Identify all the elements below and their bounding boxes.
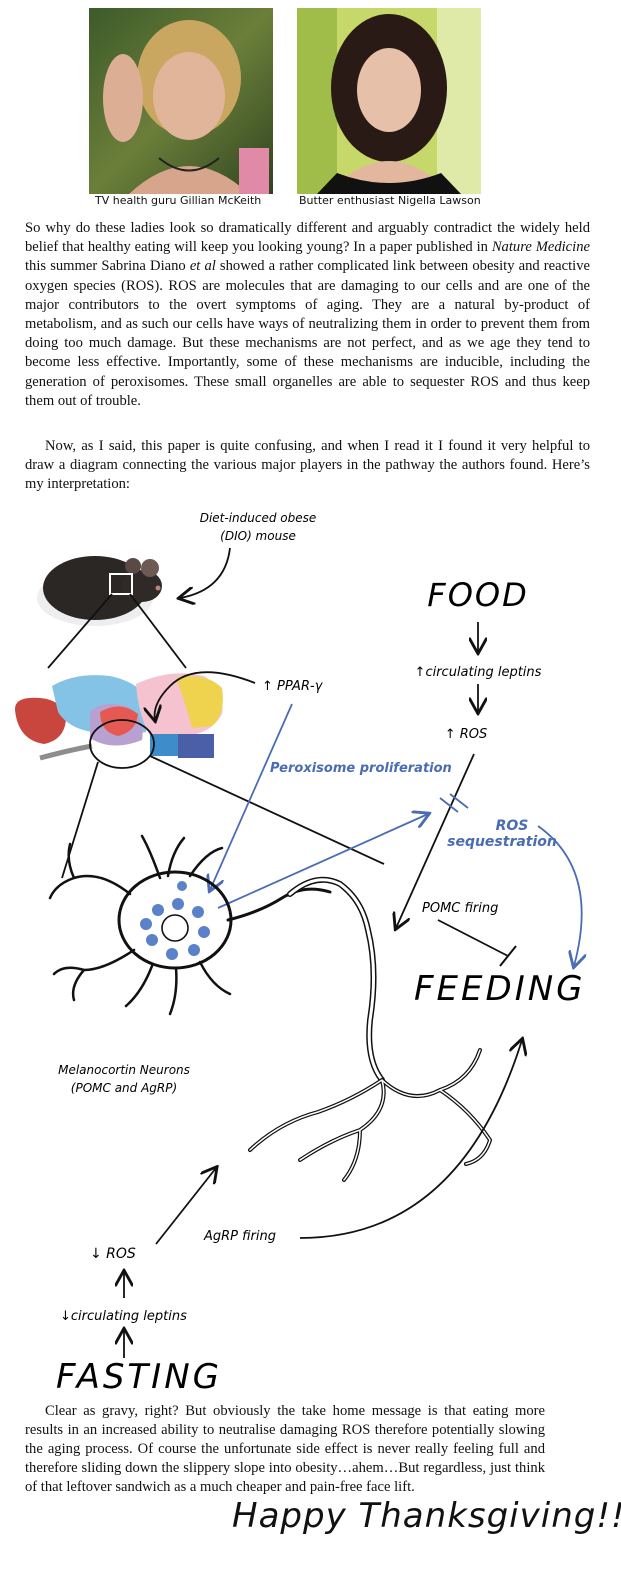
dio-label-line2: (DIO) mouse xyxy=(220,529,296,543)
pathway-diagram: Diet-induced obese (DIO) mouse ↑ PPAR-γ … xyxy=(14,511,621,1397)
peroxisome-dots xyxy=(140,881,210,960)
neurons-label-2: (POMC and AgRP) xyxy=(71,1081,177,1095)
food-label: FOOD xyxy=(427,576,528,614)
closing-paragraph: Clear as gravy, right? But obviously the… xyxy=(25,1403,545,1495)
journal-name: Nature Medicine xyxy=(491,239,590,256)
ppar-label: ↑ PPAR-γ xyxy=(262,679,324,694)
brain-illustration xyxy=(14,673,223,769)
up-leptins-label: ↑circulating leptins xyxy=(415,665,542,680)
up-ros-label: ↑ ROS xyxy=(445,727,488,742)
neurons-label-1: Melanocortin Neurons xyxy=(58,1063,190,1077)
body-paragraph-1: So why do these ladies look so dramatica… xyxy=(25,220,590,409)
photo-caption-right: Butter enthusiast Nigella Lawson xyxy=(299,194,481,207)
dio-arrow xyxy=(180,547,231,598)
photo-gillian-mckeith xyxy=(89,8,273,194)
photo-caption-left: TV health guru Gillian McKeith xyxy=(95,194,262,207)
body-paragraph-2: Now, as I said, this paper is quite conf… xyxy=(25,438,590,493)
fasting-label: FASTING xyxy=(56,1357,222,1397)
pomc-firing-label: POMC firing xyxy=(422,901,498,916)
ros-seq-label-2: sequestration xyxy=(447,834,557,850)
ros-seq-label-1: ROS xyxy=(496,818,529,834)
mouse-illustration xyxy=(37,556,162,626)
feeding-label: FEEDING xyxy=(414,969,586,1009)
agrp-firing-label: AgRP firing xyxy=(203,1229,276,1244)
down-ros-label: ↓ ROS xyxy=(90,1246,136,1262)
peroxisome-label: Peroxisome proliferation xyxy=(270,761,452,776)
dio-label-line1: Diet-induced obese xyxy=(200,511,317,525)
happy-thanksgiving-signoff: Happy Thanksgiving!! xyxy=(232,1496,621,1536)
et-al: et al xyxy=(189,258,216,275)
down-leptins-label: ↓circulating leptins xyxy=(60,1309,187,1324)
neuron-illustration xyxy=(48,834,492,1182)
photo-nigella-lawson xyxy=(297,8,481,194)
